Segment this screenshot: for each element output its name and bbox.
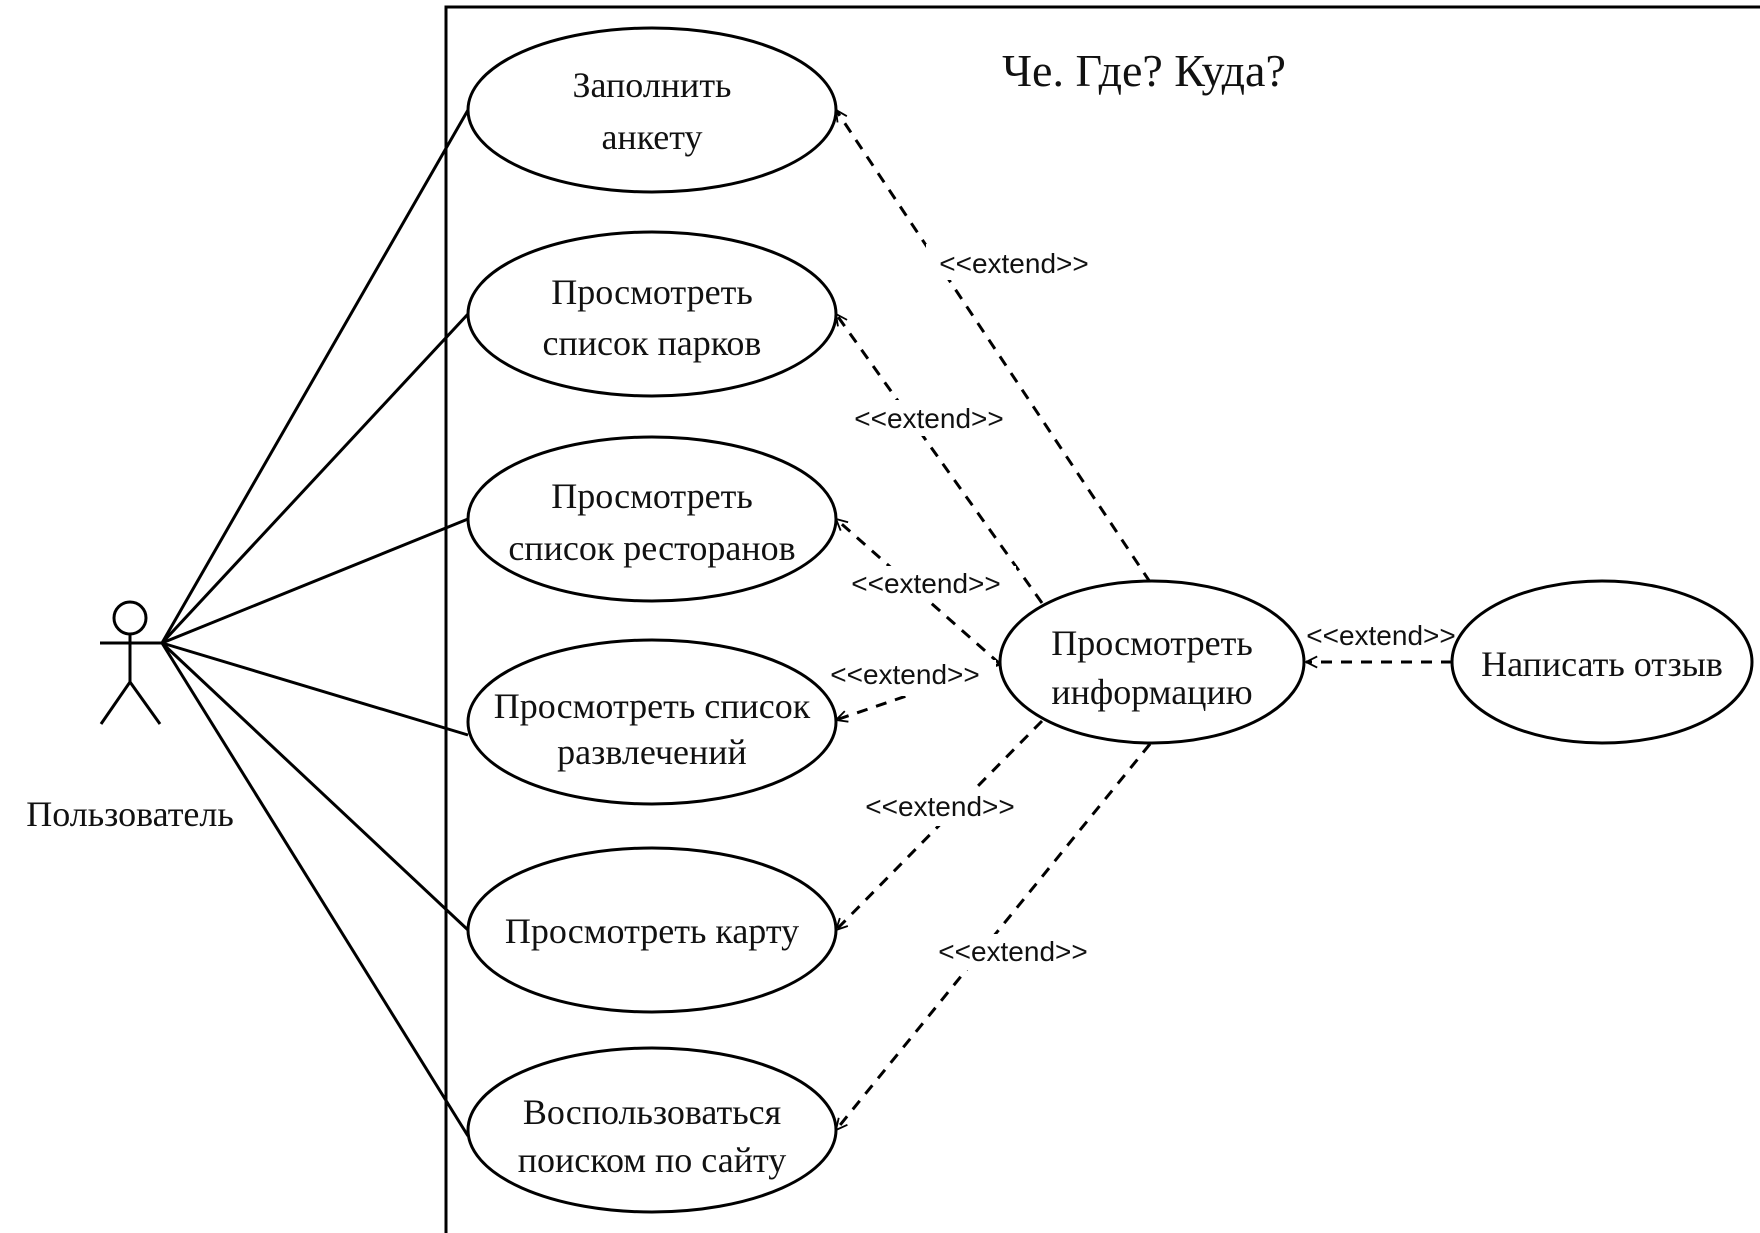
extend-line-fill-form: [834, 110, 1152, 583]
use-case-entertainment-ellipse: [466, 638, 838, 806]
use-case-view-info-line-2: информацию: [1051, 672, 1252, 712]
extend-label-map: <<extend>>: [865, 791, 1014, 822]
use-case-fill-form-ellipse: [466, 26, 838, 194]
use-case-review-line-1: Написать отзыв: [1481, 644, 1723, 684]
association-parks: [160, 312, 470, 645]
extend-label-search: <<extend>>: [938, 936, 1087, 967]
use-case-fill-form[interactable]: Заполнить анкету: [466, 26, 838, 194]
use-case-restaurants-line-1: Просмотреть: [551, 476, 752, 516]
use-case-parks[interactable]: Просмотреть список парков: [466, 230, 838, 398]
use-case-parks-line-1: Просмотреть: [551, 272, 752, 312]
use-case-view-info[interactable]: Просмотреть информацию: [998, 579, 1306, 745]
use-case-restaurants[interactable]: Просмотреть список ресторанов: [466, 435, 838, 603]
association-entertainment: [161, 641, 469, 737]
extend-label-restaurants: <<extend>>: [851, 568, 1000, 599]
use-case-review[interactable]: Написать отзыв: [1450, 579, 1754, 745]
use-case-search-ellipse: [466, 1046, 838, 1214]
use-case-entertainment[interactable]: Просмотреть список развлечений: [466, 638, 838, 806]
actor-user[interactable]: Пользователь: [26, 600, 234, 834]
use-case-review-ellipse: [1450, 579, 1754, 745]
extend-label-fill-form: <<extend>>: [939, 248, 1088, 279]
use-case-map-line-1: Просмотреть карту: [505, 911, 799, 951]
association-search: [160, 642, 470, 1137]
system-title: Че. Где? Куда?: [1002, 45, 1286, 96]
use-case-parks-ellipse: [466, 230, 838, 398]
use-case-restaurants-line-2: список ресторанов: [508, 528, 795, 568]
system-boundary: [444, 5, 1760, 1233]
association-map: [160, 641, 470, 932]
use-case-fill-form-line-1: Заполнить: [573, 65, 732, 105]
use-case-view-info-ellipse: [998, 579, 1306, 745]
extend-label-entertainment: <<extend>>: [830, 659, 979, 690]
extend-label-review: <<extend>>: [1306, 620, 1455, 651]
associations: [160, 109, 470, 1137]
use-case-entertainment-line-2: развлечений: [557, 732, 747, 772]
use-case-map-ellipse: [466, 846, 838, 1014]
use-case-search-line-2: поиском по сайту: [518, 1140, 786, 1180]
actor-label: Пользователь: [26, 794, 234, 834]
use-case-view-info-line-1: Просмотреть: [1051, 623, 1252, 663]
actor-left-leg: [99, 681, 132, 725]
association-fill-form: [160, 109, 470, 644]
actor-head: [112, 600, 148, 636]
use-case-entertainment-line-1: Просмотреть список: [494, 686, 811, 726]
use-case-search-line-1: Воспользоваться: [523, 1092, 781, 1132]
association-restaurants: [161, 517, 469, 645]
use-case-fill-form-line-2: анкету: [601, 117, 702, 157]
use-case-search[interactable]: Воспользоваться поиском по сайту: [466, 1046, 838, 1214]
use-case-map[interactable]: Просмотреть карту: [466, 846, 838, 1014]
use-case-restaurants-ellipse: [466, 435, 838, 603]
extend-label-parks: <<extend>>: [854, 403, 1003, 434]
extend-labels: <<extend>> <<extend>> <<extend>> <<exten…: [818, 244, 1468, 970]
actor-right-leg: [128, 681, 162, 725]
use-case-parks-line-2: список парков: [543, 323, 762, 363]
extend-line-parks: [834, 314, 1044, 604]
